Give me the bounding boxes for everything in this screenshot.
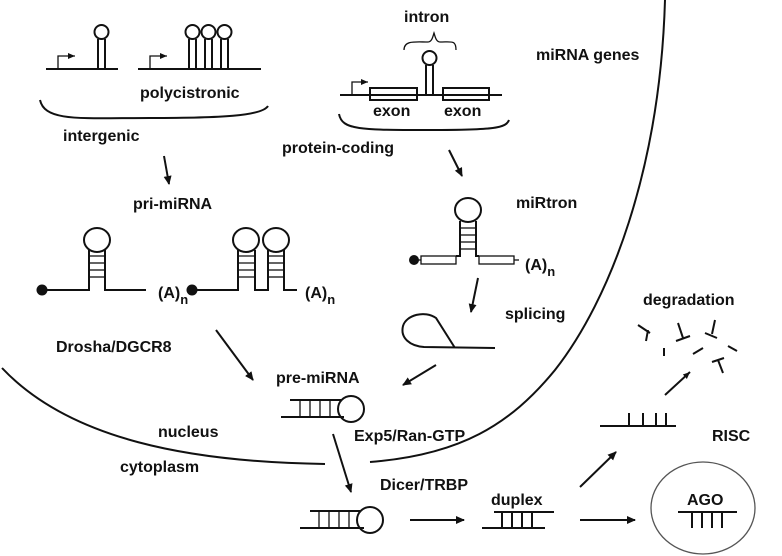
label-splicing: splicing	[505, 306, 565, 323]
arrow-to-mirtron	[448, 149, 463, 177]
label-polya-1: (A)n	[158, 285, 188, 307]
arrow-lariat-to-pre-mirna	[402, 364, 437, 386]
nuclear-membrane-curve	[369, 0, 666, 463]
guide-strand	[678, 511, 737, 528]
degraded-fragments	[637, 319, 738, 374]
mirna-duplex	[482, 511, 554, 529]
label-drosha: Drosha/DGCR8	[56, 339, 172, 356]
arrow-to-splicing	[468, 277, 479, 313]
label-polycistronic: polycistronic	[140, 85, 240, 102]
intergenic-gene	[46, 24, 118, 70]
arrow-to-pri-mirna	[163, 155, 172, 185]
label-protein-coding: protein-coding	[282, 140, 394, 157]
label-nucleus: nucleus	[158, 424, 219, 441]
label-polya-3: (A)n	[525, 257, 555, 279]
pri-mirna-double-hairpin	[186, 227, 297, 296]
passenger-strand	[600, 413, 676, 427]
arrow-drosha-to-pre-mirna	[215, 329, 254, 381]
brace-protein-coding	[338, 113, 510, 132]
arrow-to-degradation	[664, 371, 691, 396]
pri-mirna-single-hairpin	[36, 227, 146, 296]
label-pri-mirna: pri-miRNA	[133, 196, 213, 213]
label-polya-2: (A)n	[305, 285, 335, 307]
brace-intergenic	[39, 99, 269, 120]
label-intron: intron	[404, 9, 449, 26]
label-mirna-genes: miRNA genes	[536, 47, 640, 64]
label-intergenic: intergenic	[63, 128, 140, 145]
label-dicer: Dicer/TRBP	[380, 477, 468, 494]
label-degradation: degradation	[643, 292, 735, 309]
label-mirtron: miRtron	[516, 195, 577, 212]
risc-complex-outline	[650, 461, 756, 555]
spliced-lariat	[401, 313, 496, 349]
label-duplex: duplex	[491, 492, 543, 509]
label-risc: RISC	[712, 428, 751, 445]
brace-intron	[403, 30, 457, 51]
polycistronic-gene	[138, 24, 261, 70]
label-exon-2: exon	[444, 103, 481, 120]
pre-mirna-hairpin	[281, 395, 365, 423]
label-exp5: Exp5/Ran-GTP	[354, 428, 465, 445]
nuclear-membrane-curve-left	[1, 367, 326, 465]
protein-coding-gene	[340, 50, 502, 101]
label-pre-mirna: pre-miRNA	[276, 370, 360, 387]
arrow-to-passenger	[579, 451, 617, 488]
mirtron-structure	[409, 197, 519, 265]
cytoplasmic-pre-mirna	[300, 506, 384, 534]
arrow-export	[332, 433, 353, 493]
label-exon-1: exon	[373, 103, 410, 120]
label-ago: AGO	[687, 492, 723, 509]
label-cytoplasm: cytoplasm	[120, 459, 199, 476]
